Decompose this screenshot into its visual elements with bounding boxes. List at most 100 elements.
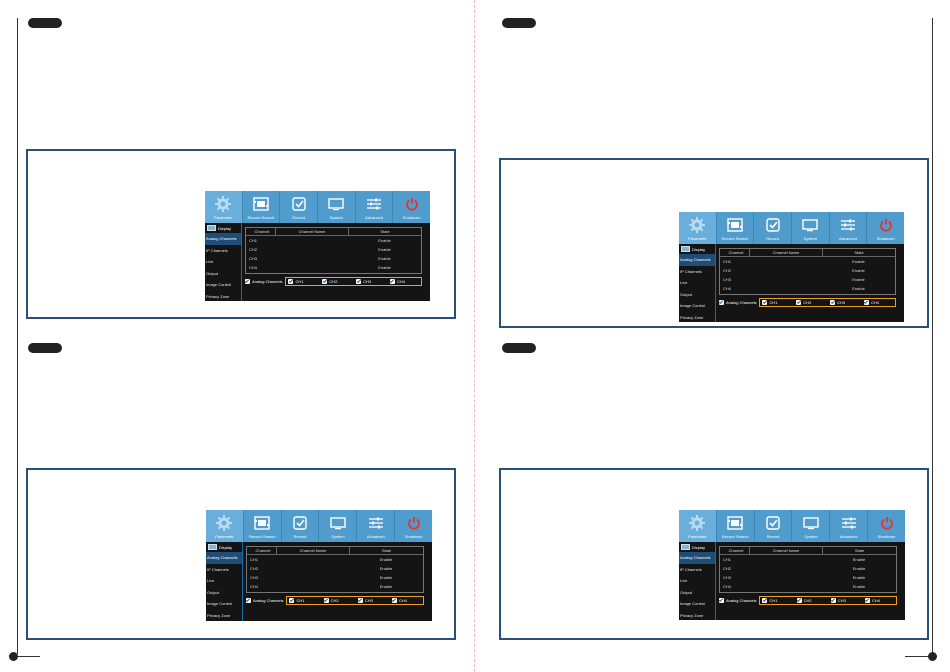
table-row[interactable]: CH1 Enable <box>720 555 896 564</box>
table-row[interactable]: CH3 Enable <box>720 275 895 284</box>
sidebar-item-ip-channels[interactable]: IP Channels <box>680 268 702 274</box>
ch4-option[interactable]: CH4 <box>391 597 407 603</box>
ch2-option[interactable]: CH2 <box>796 299 811 305</box>
ch4-checkbox[interactable] <box>863 299 869 305</box>
sidebar-item-output[interactable]: Output <box>680 291 693 297</box>
sidebar-item-ip-channels[interactable]: IP Channels <box>206 247 228 253</box>
ch4-checkbox[interactable] <box>864 597 870 603</box>
sidebar-item-output[interactable]: Output <box>207 589 220 595</box>
table-row[interactable]: CH4 Enable <box>246 263 421 272</box>
ch2-option[interactable]: CH2 <box>323 597 339 603</box>
sidebar-item-live[interactable]: Live <box>680 280 688 286</box>
tab-shutdown[interactable]: Shutdown <box>393 191 430 223</box>
tab-advanced[interactable]: Advanced <box>356 191 394 223</box>
ch2-checkbox[interactable] <box>796 597 802 603</box>
ch3-checkbox[interactable] <box>830 597 836 603</box>
sidebar-item-live[interactable]: Live <box>206 259 214 265</box>
sidebar-item-image-control[interactable]: Image Control <box>207 601 233 607</box>
ch2-checkbox[interactable] <box>322 278 328 284</box>
ch1-option[interactable]: CH1 <box>288 278 303 284</box>
tab-record[interactable]: Record <box>755 510 793 542</box>
ch2-checkbox[interactable] <box>323 597 329 603</box>
ch1-option[interactable]: CH1 <box>289 597 304 603</box>
tab-parameter[interactable]: Parameter <box>679 510 717 542</box>
tab-advanced[interactable]: Advanced <box>830 212 868 244</box>
sidebar-item-analog-channels[interactable]: Analog Channels <box>679 552 715 564</box>
tab-system[interactable]: System <box>792 510 831 542</box>
ch4-option[interactable]: CH4 <box>864 597 880 603</box>
table-row[interactable]: CH2 Enable <box>246 245 421 254</box>
tab-system[interactable]: System <box>792 212 830 244</box>
tab-advanced[interactable]: Advanced <box>830 510 869 542</box>
sidebar-item-image-control[interactable]: Image Control <box>680 601 706 607</box>
tab-record[interactable]: Record <box>282 510 320 542</box>
tab-advanced[interactable]: Advanced <box>357 510 396 542</box>
tab-shutdown[interactable]: Shutdown <box>395 510 432 542</box>
sidebar-item-privacy-zone[interactable]: Privacy Zone <box>206 293 230 299</box>
ch1-checkbox[interactable] <box>762 597 768 603</box>
table-row[interactable]: CH2 Enable <box>247 564 423 573</box>
ch3-option[interactable]: CH3 <box>357 597 373 603</box>
ch3-option[interactable]: CH3 <box>830 597 846 603</box>
tab-record[interactable]: Record <box>754 212 793 244</box>
tab-record[interactable]: Record <box>280 191 319 223</box>
sidebar-item-live[interactable]: Live <box>207 578 215 584</box>
sidebar-item-output[interactable]: Output <box>206 270 219 276</box>
ch1-checkbox[interactable] <box>288 278 294 284</box>
sidebar-item-privacy-zone[interactable]: Privacy Zone <box>680 612 704 618</box>
ch3-checkbox[interactable] <box>356 278 362 284</box>
table-row[interactable]: CH4 Enable <box>720 582 896 591</box>
sidebar-item-privacy-zone[interactable]: Privacy Zone <box>680 314 704 320</box>
ch3-option[interactable]: CH3 <box>356 278 371 284</box>
ch1-option[interactable]: CH1 <box>762 299 777 305</box>
table-row[interactable]: CH1 Enable <box>720 257 895 266</box>
sidebar-item-analog-channels[interactable]: Analog Channels <box>679 254 715 266</box>
ch2-checkbox[interactable] <box>796 299 802 305</box>
sidebar-item-output[interactable]: Output <box>680 589 693 595</box>
tab-record-search[interactable]: Record Search <box>717 510 755 542</box>
sidebar-item-live[interactable]: Live <box>680 578 688 584</box>
analog-channels-checkbox[interactable] <box>245 278 250 284</box>
ch4-checkbox[interactable] <box>391 597 397 603</box>
sidebar-item-image-control[interactable]: Image Control <box>680 303 706 309</box>
table-row[interactable]: CH1 Enable <box>247 555 423 564</box>
sidebar-item-ip-channels[interactable]: IP Channels <box>207 566 229 572</box>
ch3-checkbox[interactable] <box>357 597 363 603</box>
tab-shutdown[interactable]: Shutdown <box>867 212 904 244</box>
table-row[interactable]: CH3 Enable <box>246 254 421 263</box>
sidebar-item-analog-channels[interactable]: Analog Channels <box>205 233 241 245</box>
analog-channels-checkbox[interactable] <box>246 597 251 603</box>
ch2-option[interactable]: CH2 <box>796 597 812 603</box>
table-row[interactable]: CH3 Enable <box>720 573 896 582</box>
tab-system[interactable]: System <box>318 191 356 223</box>
table-row[interactable]: CH2 Enable <box>720 266 895 275</box>
tab-system[interactable]: System <box>319 510 358 542</box>
table-row[interactable]: CH3 Enable <box>247 573 423 582</box>
tab-parameter[interactable]: Parameter <box>679 212 717 244</box>
ch1-checkbox[interactable] <box>762 299 768 305</box>
ch3-checkbox[interactable] <box>830 299 836 305</box>
ch1-option[interactable]: CH1 <box>762 597 777 603</box>
table-row[interactable]: CH4 Enable <box>247 582 423 591</box>
ch1-checkbox[interactable] <box>289 597 295 603</box>
analog-channels-checkbox[interactable] <box>719 299 724 305</box>
sidebar-item-privacy-zone[interactable]: Privacy Zone <box>207 612 231 618</box>
sidebar-item-analog-channels[interactable]: Analog Channels <box>206 552 242 564</box>
ch4-option[interactable]: CH4 <box>863 299 879 305</box>
ch3-option[interactable]: CH3 <box>830 299 845 305</box>
tab-parameter[interactable]: Parameter <box>205 191 243 223</box>
table-row[interactable]: CH2 Enable <box>720 564 896 573</box>
tab-parameter[interactable]: Parameter <box>206 510 244 542</box>
sidebar-item-ip-channels[interactable]: IP Channels <box>680 566 702 572</box>
tab-shutdown[interactable]: Shutdown <box>868 510 905 542</box>
analog-channels-checkbox[interactable] <box>719 597 724 603</box>
ch2-option[interactable]: CH2 <box>322 278 337 284</box>
tab-record-search[interactable]: Record Search <box>244 510 282 542</box>
tab-record-search[interactable]: Record Search <box>243 191 281 223</box>
table-row[interactable]: CH4 Enable <box>720 284 895 293</box>
sidebar-item-image-control[interactable]: Image Control <box>206 282 232 288</box>
tab-record-search[interactable]: Record Search <box>717 212 755 244</box>
table-row[interactable]: CH1 Enable <box>246 236 421 245</box>
ch4-checkbox[interactable] <box>389 278 395 284</box>
ch4-option[interactable]: CH4 <box>389 278 405 284</box>
